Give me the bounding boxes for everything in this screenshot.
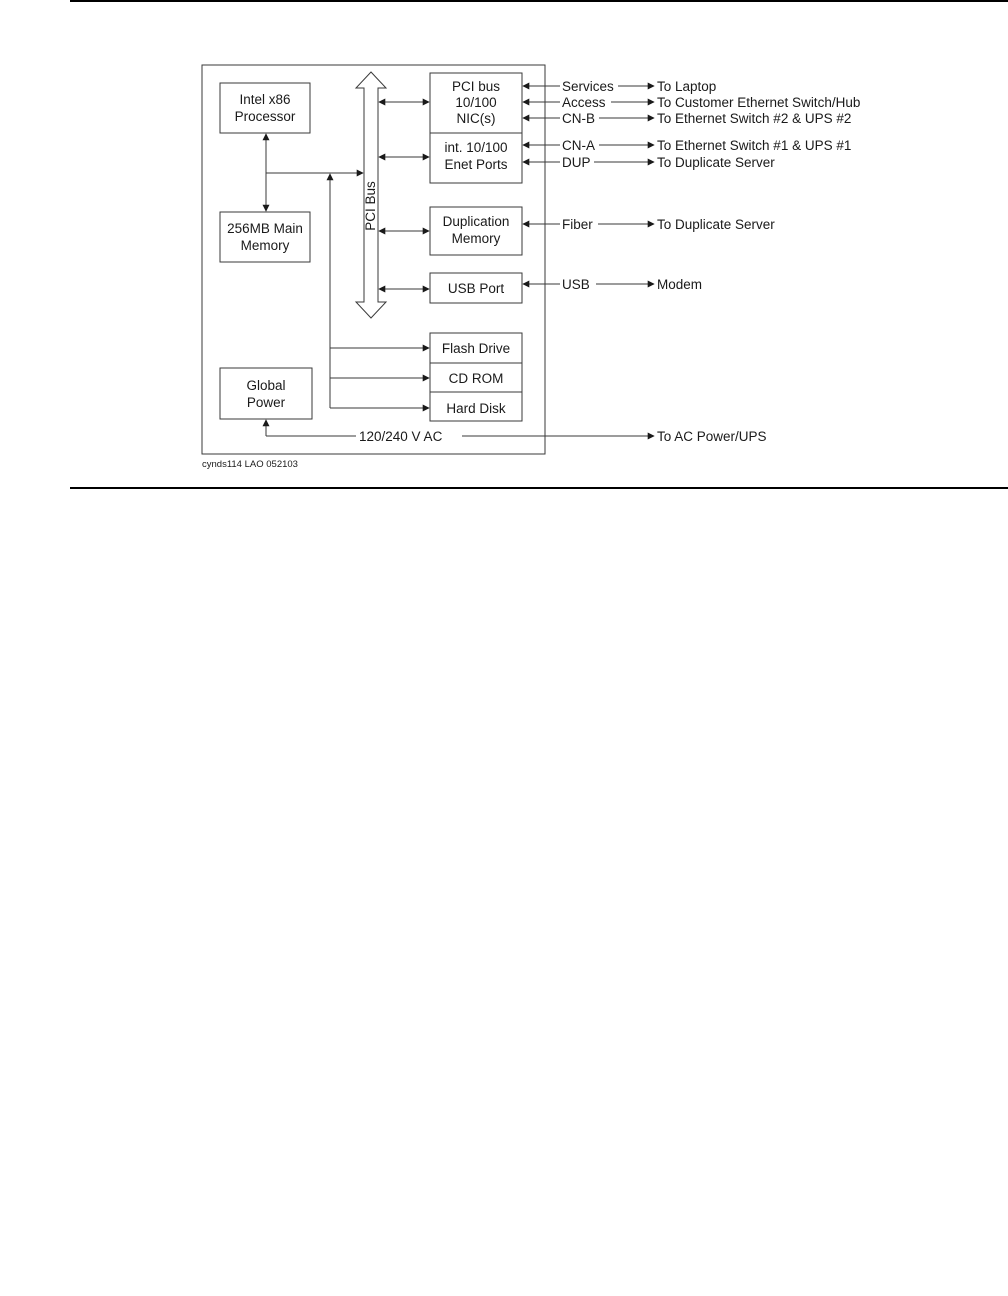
services-port-label: Services — [562, 79, 614, 94]
storage-stack: Flash Drive CD ROM Hard Disk — [429, 332, 523, 422]
nic-label-line3: NIC(s) — [457, 111, 496, 126]
internal-links — [262, 98, 430, 412]
nic-label-line1: PCI bus — [452, 79, 500, 94]
to-laptop-label: To Laptop — [657, 79, 716, 94]
processor-block: Intel x86 Processor — [219, 82, 311, 134]
nic-label-line2: 10/100 — [455, 95, 496, 110]
duplication-memory-block: Duplication Memory — [429, 206, 523, 256]
power-label-line1: Global — [246, 378, 285, 393]
main-memory-block: 256MB Main Memory — [219, 211, 311, 263]
pci-bus-arrow — [354, 71, 388, 319]
dup-port-label: DUP — [562, 155, 591, 170]
cn-b-port-label: CN-B — [562, 111, 595, 126]
nic-block: PCI bus 10/100 NIC(s) int. 10/100 Enet P… — [429, 72, 523, 184]
usb-port-label: USB Port — [448, 281, 505, 296]
ac-voltage-label: 120/240 V AC — [359, 429, 443, 444]
top-rule — [70, 0, 1008, 2]
power-connection: 120/240 V AC To AC Power/UPS — [262, 419, 767, 444]
modem-label: Modem — [657, 277, 702, 292]
enet-label-line2: Enet Ports — [444, 157, 507, 172]
to-duplicate-server-label: To Duplicate Server — [657, 155, 775, 170]
usb-port-block: USB Port — [429, 272, 523, 304]
processor-label-line1: Intel x86 — [239, 92, 290, 107]
access-port-label: Access — [562, 95, 606, 110]
figure-caption: cynds114 LAO 052103 — [202, 459, 298, 470]
power-label-line2: Power — [247, 395, 286, 410]
server-block-diagram: PCI Bus Intel x86 Processor 256MB Main M… — [201, 64, 860, 470]
dup-mem-label-line2: Memory — [452, 231, 501, 246]
hard-disk-label: Hard Disk — [446, 401, 506, 416]
bottom-rule — [70, 487, 1008, 489]
enet-label-line1: int. 10/100 — [444, 140, 507, 155]
external-connections: Services To Laptop Access To Customer Et… — [522, 79, 860, 292]
global-power-block: Global Power — [219, 367, 313, 420]
to-switch-1-label: To Ethernet Switch #1 & UPS #1 — [657, 138, 851, 153]
usb-label: USB — [562, 277, 590, 292]
cn-a-port-label: CN-A — [562, 138, 595, 153]
to-switch-2-label: To Ethernet Switch #2 & UPS #2 — [657, 111, 851, 126]
dup-mem-label-line1: Duplication — [443, 214, 510, 229]
fiber-to-duplicate-server-label: To Duplicate Server — [657, 217, 775, 232]
cd-rom-label: CD ROM — [449, 371, 504, 386]
memory-label-line1: 256MB Main — [227, 221, 303, 236]
pci-bus-label: PCI Bus — [363, 181, 378, 231]
flash-drive-label: Flash Drive — [442, 341, 510, 356]
processor-label-line2: Processor — [235, 109, 296, 124]
to-customer-switch-label: To Customer Ethernet Switch/Hub — [657, 95, 860, 110]
fiber-port-label: Fiber — [562, 217, 593, 232]
to-ac-power-label: To AC Power/UPS — [657, 429, 767, 444]
memory-label-line2: Memory — [241, 238, 290, 253]
